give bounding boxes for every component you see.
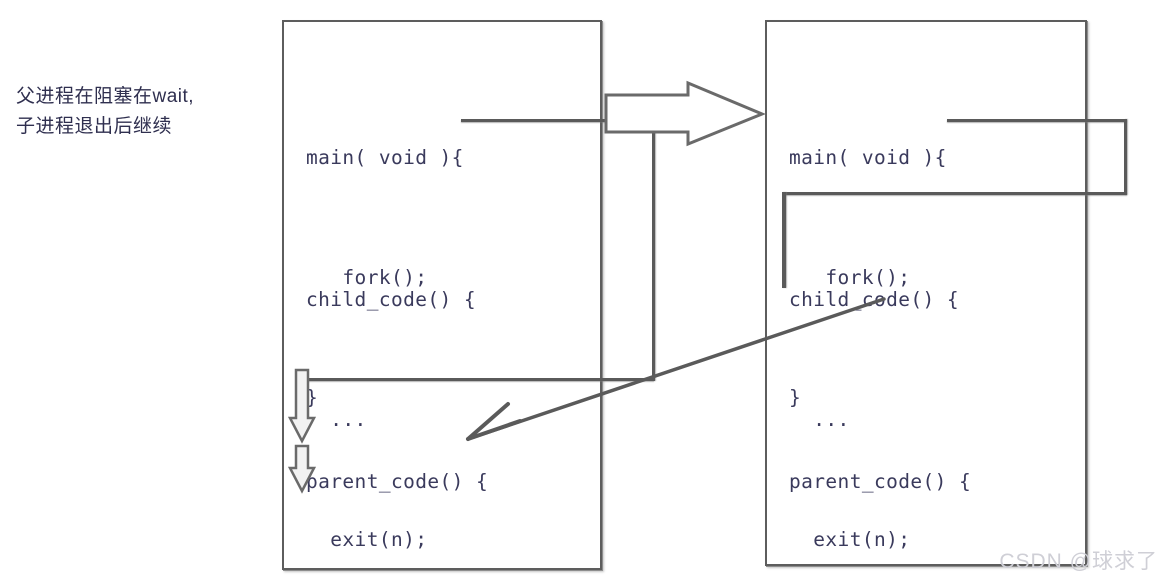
code-line: child_code() { [306, 288, 476, 311]
left-fork-connector-bottom [302, 378, 654, 381]
annotation-line-2: 子进程退出后继续 [16, 116, 173, 137]
right-main-function: main( void ){ fork(); } [789, 58, 947, 498]
left-fork-connector-top [461, 119, 655, 122]
left-code-box: main( void ){ fork(); } child_code() { .… [282, 20, 655, 570]
left-parent-code-function: parent_code() { wait(&s); } [306, 382, 488, 583]
annotation-line-1: 父进程在阻塞在wait, [16, 86, 195, 107]
right-parent-code-function: parent_code() { exit(&s); } [789, 382, 971, 583]
code-line: parent_code() { [789, 470, 972, 493]
code-line: main( void ){ [789, 146, 947, 169]
code-line: ... [306, 408, 367, 431]
code-line: fork(); [306, 266, 428, 289]
right-fork-connector-top [947, 119, 1127, 122]
left-main-function: main( void ){ fork(); } [306, 58, 464, 498]
code-line: exit(n); [789, 528, 911, 551]
right-fork-connector-right [1124, 119, 1127, 195]
right-code-box: main( void ){ fork(); } child_code() { .… [765, 20, 1127, 566]
left-fork-connector-right [652, 119, 655, 381]
watermark-text: CSDN @球求了 [999, 550, 1158, 573]
annotation-text: 父进程在阻塞在wait, 子进程退出后继续 [16, 82, 284, 142]
right-child-code-marker-bar [782, 192, 786, 288]
code-line: child_code() { [789, 288, 959, 311]
code-line: parent_code() { [306, 470, 489, 493]
right-fork-connector-bottom [785, 192, 1127, 195]
code-line: exit(n); [306, 528, 428, 551]
code-line: fork(); [789, 266, 911, 289]
block-arrow-right-icon [604, 80, 766, 147]
code-line: main( void ){ [306, 146, 464, 169]
left-child-code-function: child_code() { ... exit(n); } [306, 200, 476, 583]
